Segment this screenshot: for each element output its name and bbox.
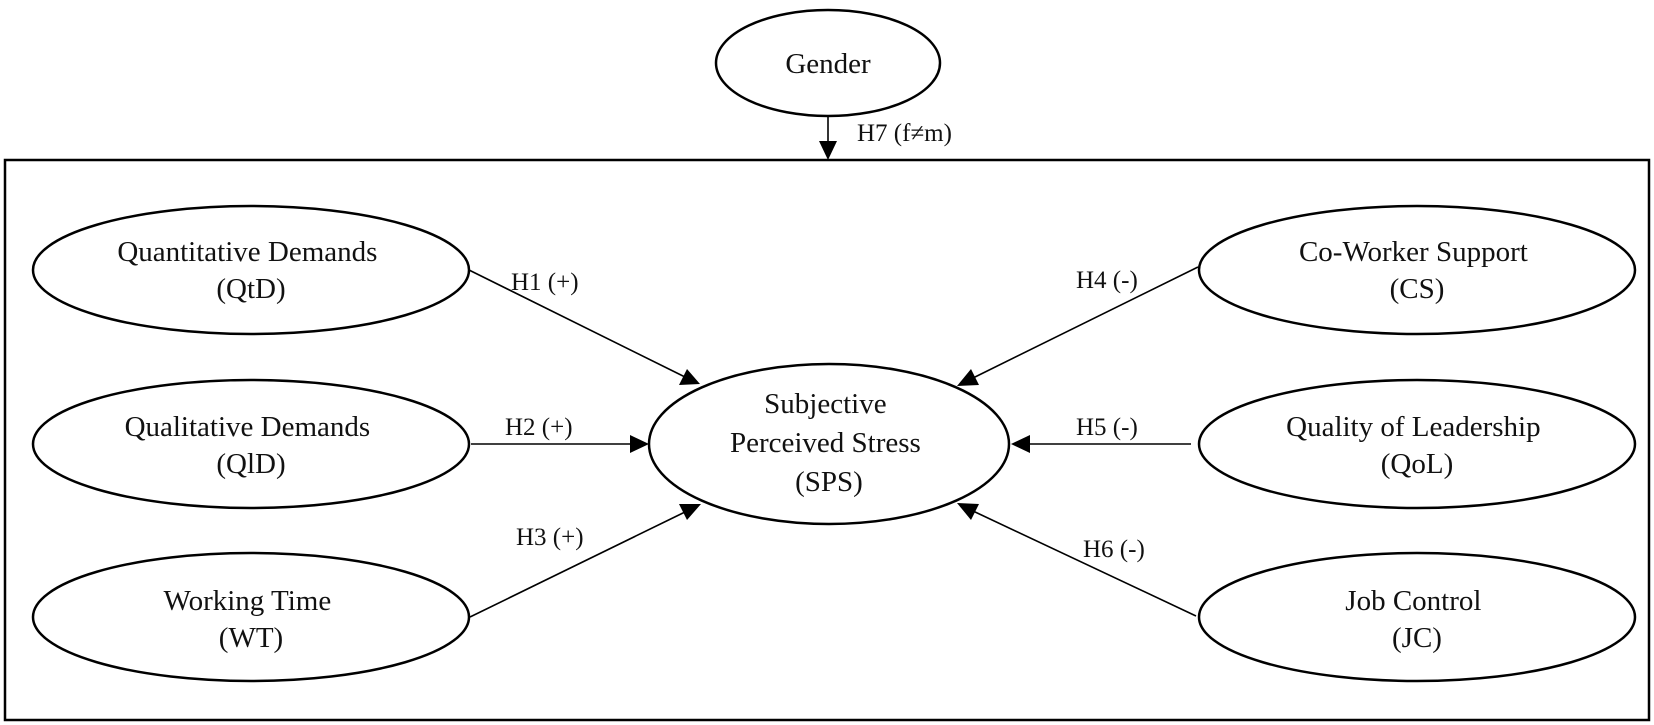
node-qld-line-1: Qualitative Demands: [125, 411, 371, 443]
model-frame: [3, 158, 1651, 722]
node-qtd-line-2: (QtD): [216, 273, 285, 305]
node-cs: Co-Worker Support (CS): [1197, 204, 1637, 336]
edge-h5: H5 (-): [1011, 414, 1191, 453]
edge-h7-label: H7 (f≠m): [857, 120, 952, 147]
node-cs-line-2: (CS): [1390, 273, 1445, 305]
edge-h3: H3 (+): [469, 504, 701, 618]
edge-h2: H2 (+): [471, 414, 649, 453]
node-wt: Working Time (WT): [31, 551, 471, 683]
node-wt-shape: [31, 551, 471, 683]
edge-h6-label: H6 (-): [1083, 536, 1145, 563]
node-jc: Job Control (JC): [1197, 551, 1637, 683]
node-qol-shape: [1197, 378, 1637, 510]
edge-h2-label: H2 (+): [505, 414, 573, 441]
node-jc-shape: [1197, 551, 1637, 683]
node-qtd-line-1: Quantitative Demands: [117, 236, 377, 268]
node-cs-line-1: Co-Worker Support: [1299, 236, 1528, 268]
node-gender-shape: [714, 8, 942, 118]
edge-h3-line: [469, 511, 686, 618]
node-cs-shape: [1197, 204, 1637, 336]
node-wt-line-1: Working Time: [164, 585, 332, 617]
node-sps-shape: [647, 362, 1011, 526]
edge-h4-line: [972, 266, 1199, 379]
node-qld-line-2: (QlD): [216, 448, 285, 480]
edge-h1-label: H1 (+): [511, 269, 579, 296]
node-cs-label: Co-Worker Support (CS): [1299, 236, 1535, 305]
node-qol-label: Quality of Leadership (QoL): [1286, 411, 1548, 480]
node-gender-line-1: Gender: [785, 48, 871, 80]
node-jc-line-2: (JC): [1392, 622, 1442, 654]
edge-h4: H4 (-): [957, 266, 1199, 386]
node-gender: Gender: [714, 8, 942, 118]
node-jc-line-1: Job Control: [1345, 585, 1481, 617]
node-qtd-shape: [31, 204, 471, 336]
node-wt-label: Working Time (WT): [164, 585, 339, 654]
edge-h2-arrowhead: [630, 435, 649, 453]
node-sps-line-1: Subjective: [764, 388, 886, 420]
node-sps: Subjective Perceived Stress (SPS): [647, 362, 1011, 526]
edge-h4-arrowhead: [957, 369, 979, 386]
node-qol-line-2: (QoL): [1381, 448, 1453, 480]
edge-h3-label: H3 (+): [516, 524, 584, 551]
edge-h1: H1 (+): [468, 269, 700, 385]
node-sps-label: Subjective Perceived Stress (SPS): [730, 388, 928, 498]
edge-h6: H6 (-): [957, 503, 1197, 617]
node-gender-label: Gender: [785, 48, 871, 80]
edge-h5-label: H5 (-): [1076, 414, 1138, 441]
edge-h3-arrowhead: [679, 504, 701, 520]
node-qol-line-1: Quality of Leadership: [1286, 411, 1540, 443]
node-qol: Quality of Leadership (QoL): [1197, 378, 1637, 510]
edge-h6-line: [972, 510, 1197, 617]
node-sps-line-3: (SPS): [795, 466, 863, 498]
node-qld-label: Qualitative Demands (QlD): [125, 411, 378, 480]
node-qtd-label: Quantitative Demands (QtD): [117, 236, 384, 305]
edge-h1-arrowhead: [679, 369, 700, 385]
edge-h4-label: H4 (-): [1076, 267, 1138, 294]
node-qtd: Quantitative Demands (QtD): [31, 204, 471, 336]
edge-h6-arrowhead: [957, 503, 979, 520]
node-sps-line-2: Perceived Stress: [730, 427, 921, 459]
node-jc-label: Job Control (JC): [1345, 585, 1488, 654]
edge-h7-arrowhead: [819, 141, 837, 160]
edge-h5-arrowhead: [1011, 435, 1030, 453]
node-qld: Qualitative Demands (QlD): [31, 378, 471, 510]
node-wt-line-2: (WT): [219, 622, 283, 654]
edge-h1-line: [468, 269, 686, 378]
edge-h7: H7 (f≠m): [819, 117, 952, 160]
node-qld-shape: [31, 378, 471, 510]
